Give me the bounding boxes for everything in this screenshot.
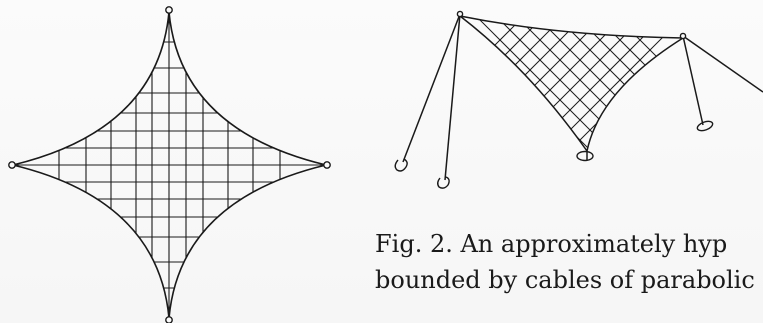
anchor-ring-top xyxy=(165,6,173,14)
anchor-foot xyxy=(576,150,594,162)
caption-line-2: bounded by cables of parabolic xyxy=(375,266,755,294)
anchor-ring-left xyxy=(8,161,16,169)
anchor-foot xyxy=(696,120,714,132)
hypar-sail-diagram xyxy=(394,10,763,189)
mast-left-back xyxy=(402,13,461,163)
mast-left-front xyxy=(444,13,461,181)
mast-right-back xyxy=(682,35,763,93)
anchor-ring-bottom xyxy=(165,316,173,323)
anchor-foot xyxy=(437,176,450,189)
figure-caption: Fig. 2. An approximately hyp bounded by … xyxy=(375,226,763,298)
sail-edge xyxy=(459,15,686,153)
caption-line-1: Fig. 2. An approximately hyp xyxy=(375,230,728,258)
mast-right-front xyxy=(682,35,704,126)
anchor-foot xyxy=(394,158,408,172)
anchor-ring-right xyxy=(323,161,331,169)
sail-net xyxy=(460,16,683,151)
